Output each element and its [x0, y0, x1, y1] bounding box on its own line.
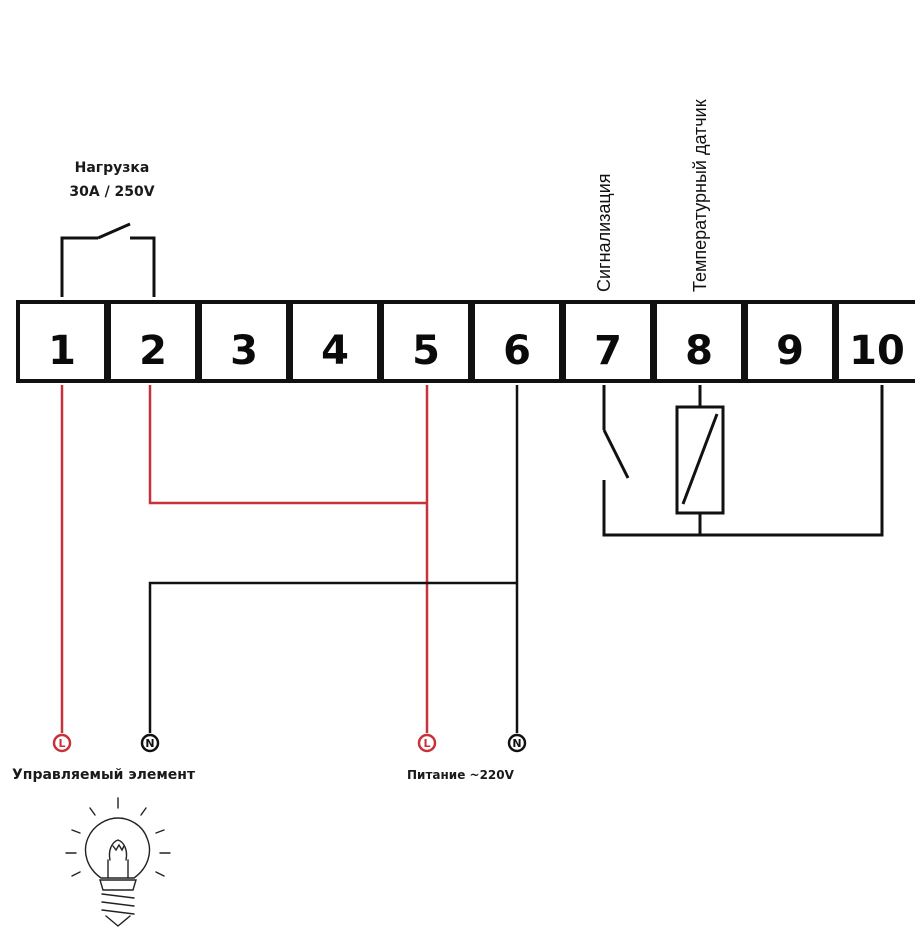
load-title: Нагрузка — [75, 160, 150, 176]
terminal-4: 4 — [321, 328, 349, 374]
load-rating: 30A / 250V — [69, 184, 154, 200]
terminal-5: 5 — [412, 328, 440, 374]
terminal-8: 8 — [685, 328, 713, 374]
terminal-block — [16, 300, 915, 383]
resistor-sensor-icon — [675, 405, 725, 515]
terminal-9: 9 — [776, 328, 804, 374]
terminal-3: 3 — [230, 328, 258, 374]
svg-text:L: L — [58, 737, 65, 750]
svg-text:L: L — [423, 737, 430, 750]
black-wires — [148, 385, 519, 733]
terminal-2: 2 — [139, 328, 167, 374]
controlled-element-label: Управляемый элемент — [12, 767, 196, 783]
connector-device-N: N — [140, 733, 160, 753]
connector-power-N: N — [507, 733, 527, 753]
alarm-label: Сигнализация — [594, 173, 614, 292]
sensor-label: Температурный датчик — [690, 99, 710, 292]
connector-device-L: L — [52, 733, 72, 753]
light-bulb-icon — [65, 797, 171, 927]
svg-text:N: N — [512, 737, 521, 750]
power-label: Питание ~220V — [407, 768, 515, 782]
terminal-6: 6 — [503, 328, 531, 374]
svg-text:N: N — [145, 737, 154, 750]
switch-contact-icon — [602, 429, 630, 479]
wire-2-bridge — [148, 385, 427, 505]
load-contact-icon — [60, 222, 156, 297]
red-wires — [60, 385, 429, 733]
connector-power-L: L — [417, 733, 437, 753]
alarm-sensor-circuit — [602, 385, 884, 537]
terminal-1: 1 — [48, 328, 76, 374]
wire-6-to-device-N — [148, 581, 517, 733]
terminal-10: 10 — [849, 328, 905, 374]
terminal-7: 7 — [594, 328, 622, 374]
